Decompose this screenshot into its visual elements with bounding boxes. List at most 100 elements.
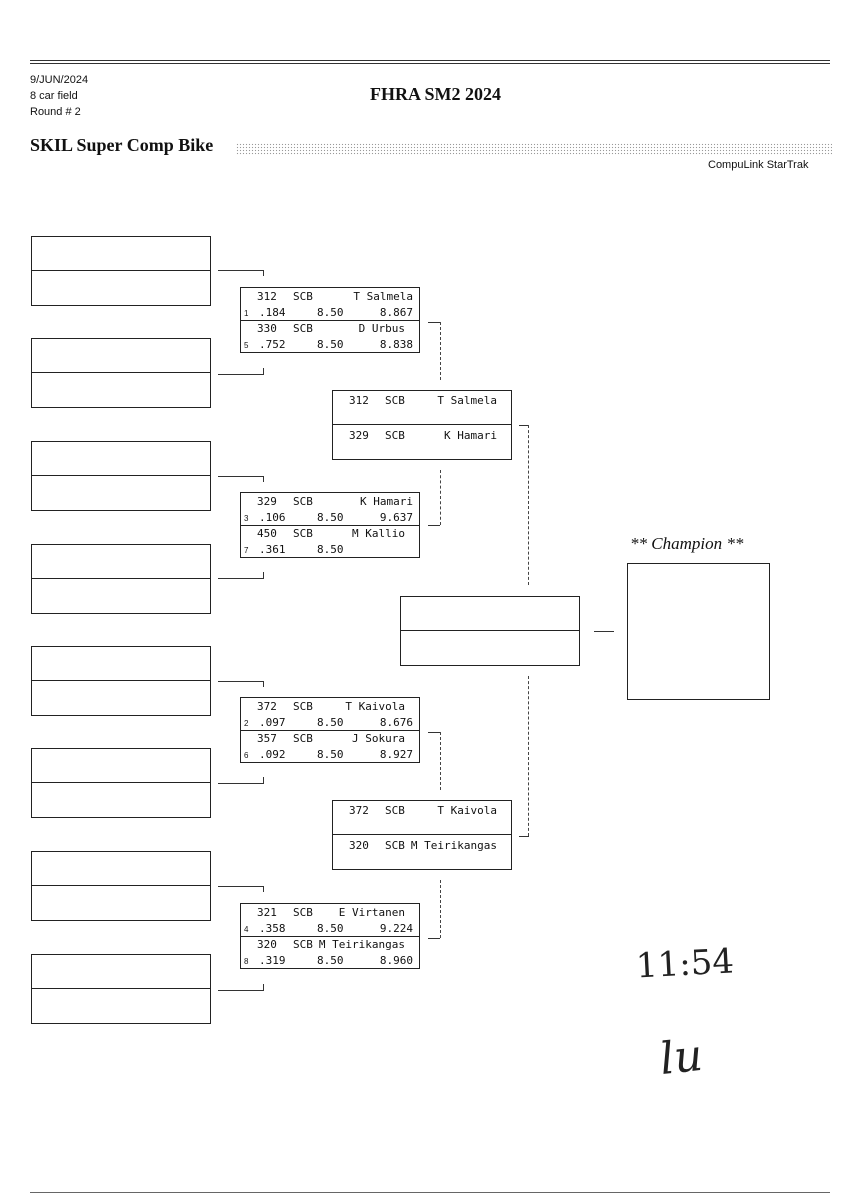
reaction-time: .361 (259, 543, 286, 556)
class-code: SCB (293, 290, 313, 303)
class-code: SCB (293, 938, 313, 951)
reaction-time: .752 (259, 338, 286, 351)
connector (263, 476, 264, 482)
round2-pair-2: 329 SCB K Hamari 3 .106 8.50 9.637 450 S… (240, 492, 420, 558)
connector (528, 425, 529, 585)
class-code: SCB (385, 839, 405, 852)
round1-box-1 (31, 236, 211, 306)
car-number: 372 (349, 804, 369, 817)
reaction-time: .092 (259, 748, 286, 761)
round2-pair-4: 321 SCB E Virtanen 4 .358 8.50 9.224 320… (240, 903, 420, 969)
lane-number: 1 (244, 309, 249, 318)
connector (218, 374, 264, 375)
round1-box-6 (31, 748, 211, 818)
connector (263, 368, 264, 374)
round1-box-3 (31, 441, 211, 511)
driver-name: T Salmela (437, 394, 497, 407)
connector (218, 476, 264, 477)
reaction-time: .184 (259, 306, 286, 319)
round1-box-4 (31, 544, 211, 614)
title-dot-fill (236, 143, 832, 155)
connector (440, 880, 441, 938)
car-number: 357 (257, 732, 277, 745)
connector (263, 681, 264, 687)
dial-in: 8.50 (317, 716, 344, 729)
car-number: 312 (349, 394, 369, 407)
car-number: 312 (257, 290, 277, 303)
connector (519, 425, 529, 426)
round2-pair-1: 312 SCB T Salmela 1 .184 8.50 8.867 330 … (240, 287, 420, 353)
class-code: SCB (385, 429, 405, 442)
lane-number: 7 (244, 546, 249, 555)
reaction-time: .097 (259, 716, 286, 729)
class-title: SKIL Super Comp Bike (30, 135, 214, 155)
elapsed-time: 8.960 (379, 954, 413, 967)
elapsed-time: 9.637 (379, 511, 413, 524)
lane-number: 4 (244, 925, 249, 934)
connector (218, 578, 264, 579)
car-number: 329 (257, 495, 277, 508)
driver-name: M Teirikangas (410, 839, 497, 852)
handwritten-time: 11:54 (635, 941, 735, 987)
round-number: Round # 2 (30, 106, 81, 118)
car-number: 330 (257, 322, 277, 335)
semifinal-pair-2: 372 SCB T Kaivola 320 SCB M Teirikangas (332, 800, 512, 870)
connector (263, 984, 264, 990)
driver-name: K Hamari (360, 495, 413, 508)
lane-number: 2 (244, 719, 249, 728)
driver-name: T Salmela (353, 290, 413, 303)
car-number: 372 (257, 700, 277, 713)
connector (263, 777, 264, 783)
dial-in: 8.50 (317, 338, 344, 351)
class-code: SCB (293, 322, 313, 335)
lane-number: 6 (244, 751, 249, 760)
connector (218, 886, 264, 887)
connector (218, 990, 264, 991)
car-number: 320 (349, 839, 369, 852)
driver-name: M Kallio (352, 527, 405, 540)
top-rule-2 (30, 63, 830, 64)
connector (263, 270, 264, 276)
driver-name: D Urbus (358, 322, 405, 335)
driver-name: K Hamari (444, 429, 497, 442)
connector (428, 732, 440, 733)
dial-in: 8.50 (317, 511, 344, 524)
car-number: 321 (257, 906, 277, 919)
round1-box-2 (31, 338, 211, 408)
reaction-time: .358 (259, 922, 286, 935)
class-code: SCB (385, 394, 405, 407)
connector (263, 572, 264, 578)
connector (263, 886, 264, 892)
class-code: SCB (385, 804, 405, 817)
connector (594, 631, 614, 632)
connector (428, 938, 440, 939)
reaction-time: .319 (259, 954, 286, 967)
car-number: 329 (349, 429, 369, 442)
connector (528, 676, 529, 836)
class-code: SCB (293, 700, 313, 713)
elapsed-time: 9.224 (379, 922, 413, 935)
car-number: 450 (257, 527, 277, 540)
connector (519, 836, 529, 837)
event-date: 9/JUN/2024 (30, 74, 89, 86)
bottom-rule (30, 1192, 830, 1193)
lane-number: 5 (244, 341, 249, 350)
class-code: SCB (293, 906, 313, 919)
class-code: SCB (293, 495, 313, 508)
header-info: 9/JUN/2024 8 car field Round # 2 (30, 72, 88, 120)
elapsed-time: 8.867 (379, 306, 413, 319)
software-credit: CompuLink StarTrak (708, 159, 809, 171)
round1-box-7 (31, 851, 211, 921)
elapsed-time: 8.676 (379, 716, 413, 729)
dial-in: 8.50 (317, 748, 344, 761)
lane-number: 8 (244, 957, 249, 966)
final-box (400, 596, 580, 666)
round2-pair-3: 372 SCB T Kaivola 2 .097 8.50 8.676 357 … (240, 697, 420, 763)
connector (428, 322, 440, 323)
round1-box-8 (31, 954, 211, 1024)
event-title: FHRA SM2 2024 (370, 84, 502, 104)
driver-name: T Kaivola (437, 804, 497, 817)
dial-in: 8.50 (317, 954, 344, 967)
connector (218, 270, 264, 271)
class-code: SCB (293, 732, 313, 745)
